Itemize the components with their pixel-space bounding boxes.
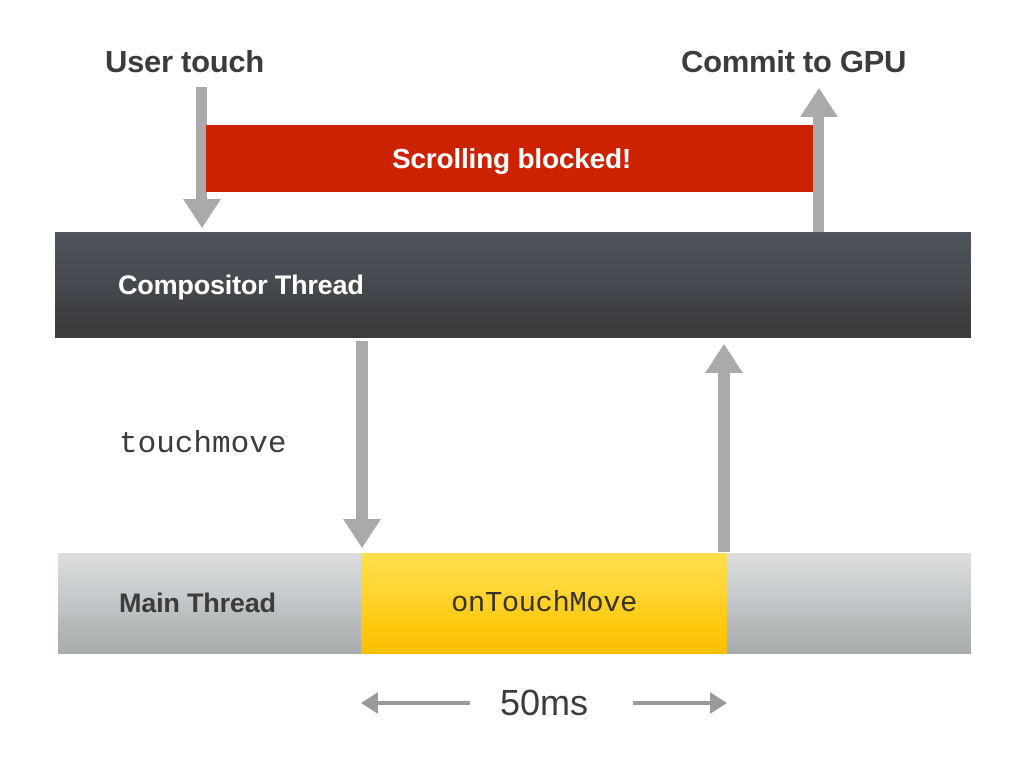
arrow-up-icon: [800, 88, 838, 117]
lane-compositor-thread: Compositor Thread: [55, 232, 971, 338]
arrow-down-icon: [343, 519, 381, 548]
arrow-left-icon: [361, 692, 378, 714]
arrow-right-icon: [710, 692, 727, 714]
label-commit-to-gpu: Commit to GPU: [681, 44, 907, 79]
duration-measure: 50ms: [361, 672, 727, 734]
duration-label: 50ms: [499, 682, 589, 723]
label-user-touch: User touch: [105, 44, 264, 79]
task-block-label: onTouchMove: [451, 587, 637, 620]
label-touchmove-event: touchmove: [119, 427, 287, 462]
lane-label-main-thread: Main Thread: [119, 588, 276, 618]
arrow-commit-gpu-shaft: [813, 115, 824, 233]
scrolling-blocked-label: Scrolling blocked!: [391, 142, 632, 174]
arrow-user-touch-shaft: [196, 87, 207, 201]
arrow-return-shaft: [718, 372, 730, 552]
arrow-touchmove-shaft: [356, 341, 368, 521]
lane-label-compositor-thread: Compositor Thread: [118, 269, 364, 300]
measure-line-left: [375, 701, 470, 705]
task-block-ontouchmove: onTouchMove: [361, 553, 727, 654]
measure-line-right: [633, 701, 713, 705]
scrolling-blocked-banner: Scrolling blocked!: [206, 125, 817, 192]
arrow-down-icon: [183, 199, 221, 228]
arrow-up-icon: [705, 344, 743, 373]
